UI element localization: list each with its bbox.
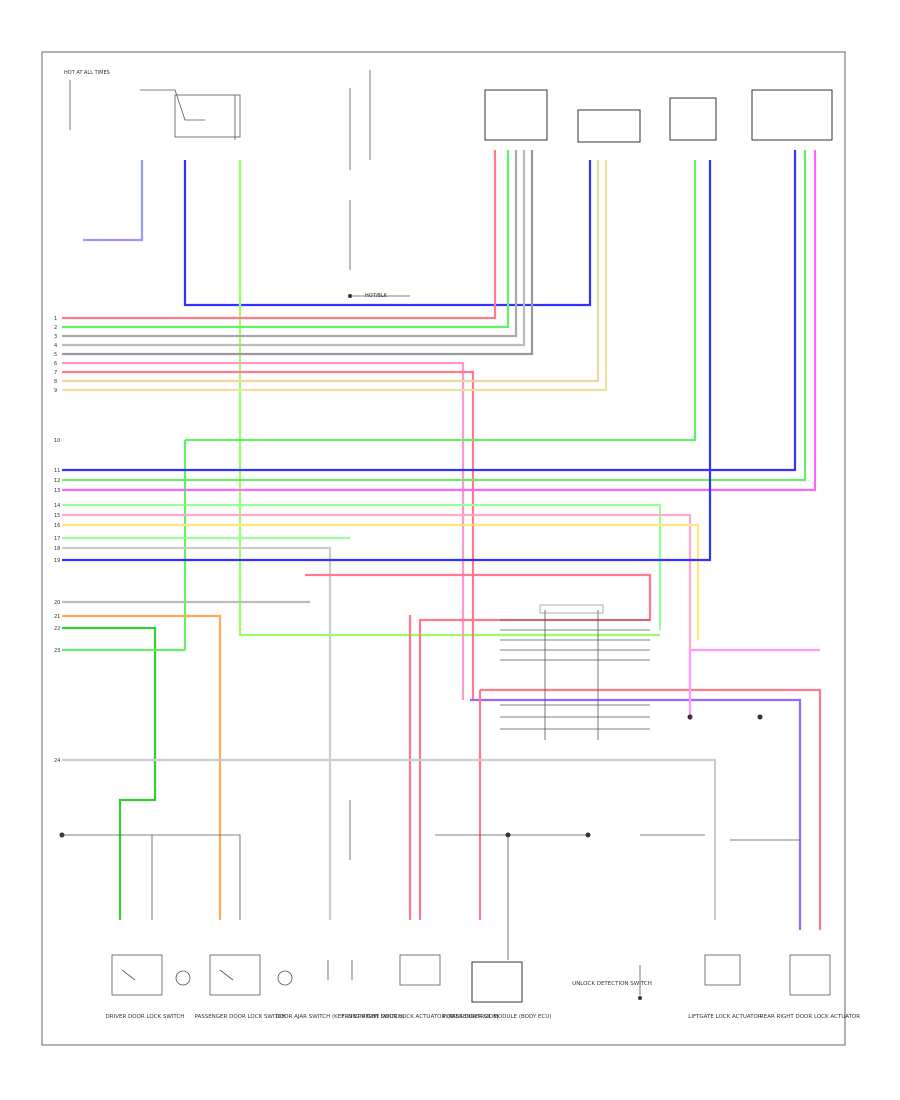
wire-blue-3 (62, 160, 712, 562)
caption-rear-right-actuator: REAR RIGHT DOOR LOCK ACTUATOR (760, 1014, 860, 1020)
relay-box-4 (751, 89, 833, 141)
svg-text:22: 22 (54, 626, 60, 632)
wire-yellow-1 (62, 160, 608, 392)
wire-red-1 (62, 150, 497, 320)
svg-text:18: 18 (54, 546, 60, 552)
wire-green-1 (62, 150, 510, 329)
svg-text:3: 3 (54, 334, 57, 340)
relay-box-1 (484, 89, 548, 141)
body-ecu-box (471, 961, 523, 1003)
wire-orange (62, 614, 222, 920)
wire-pink-2 (62, 150, 817, 492)
wire-gray-6 (62, 758, 717, 920)
wire-blue-top (183, 160, 592, 307)
svg-text:2: 2 (54, 325, 57, 331)
svg-text:7: 7 (54, 370, 57, 376)
svg-text:13: 13 (54, 488, 60, 494)
svg-text:12: 12 (54, 478, 60, 484)
svg-text:24: 24 (54, 758, 60, 764)
wire-green-4 (62, 503, 662, 630)
caption-liftgate: LIFTGATE LOCK ACTUATOR (688, 1014, 762, 1020)
svg-text:17: 17 (54, 536, 60, 542)
wire-gray-3 (62, 150, 534, 356)
svg-text:15: 15 (54, 513, 60, 519)
wire-yellow-2 (62, 523, 700, 640)
wire-violet (470, 698, 802, 930)
svg-text:HOT/BLK: HOT/BLK (365, 293, 388, 299)
wire-green-3 (62, 150, 807, 482)
wire-gray-1 (62, 150, 518, 338)
top-left-label: HOT AT ALL TIMES (64, 70, 110, 76)
svg-text:1: 1 (54, 316, 57, 322)
svg-text:9: 9 (54, 388, 57, 394)
svg-text:14: 14 (54, 503, 60, 509)
caption-driver-switch: DRIVER DOOR LOCK SWITCH (106, 1014, 185, 1020)
wire-pink-1 (62, 361, 465, 700)
caption-unlock-detection: UNLOCK DETECTION SWITCH (572, 981, 652, 987)
caption-passenger-switch: PASSENGER DOOR LOCK SWITCH (194, 1014, 285, 1020)
svg-text:16: 16 (54, 523, 60, 529)
svg-text:8: 8 (54, 379, 57, 385)
svg-text:11: 11 (54, 468, 60, 474)
splice-area: HOT/BLK (348, 200, 410, 299)
junction-connector (500, 604, 763, 740)
svg-text:5: 5 (54, 352, 57, 358)
wire-red-2 (62, 370, 475, 700)
relay-box-2 (577, 109, 641, 143)
pin-number-column: 1 2 3 4 5 6 7 8 9 10 11 12 13 14 15 16 1… (54, 316, 60, 764)
caption-door-ajar: DOOR AJAR SWITCH (KEY IN IGNITION SWITCH… (276, 1014, 405, 1020)
wire-pink-4 (688, 648, 820, 720)
wire-gray-2 (62, 150, 526, 347)
wire-gray-4 (62, 546, 332, 920)
wire-tan-1 (62, 160, 600, 383)
svg-text:21: 21 (54, 614, 60, 620)
relay-box-3 (669, 97, 717, 141)
wire-harness (62, 150, 822, 930)
bottom-components (111, 954, 831, 1003)
svg-text:23: 23 (54, 648, 60, 654)
svg-text:10: 10 (54, 438, 60, 444)
wire-blue-2 (62, 150, 797, 472)
caption-body-ecu: POWER CONTROL MODULE (BODY ECU) (442, 1014, 551, 1020)
wire-blue-left (83, 160, 144, 242)
top-components (69, 70, 833, 170)
svg-text:4: 4 (54, 343, 57, 349)
wire-green-6 (62, 626, 157, 920)
svg-text:20: 20 (54, 600, 60, 606)
wire-red-5 (478, 688, 822, 930)
svg-text:19: 19 (54, 558, 60, 564)
ground-bus (59, 800, 800, 960)
svg-text:6: 6 (54, 361, 57, 367)
component-captions: DRIVER DOOR LOCK SWITCH PASSENGER DOOR L… (106, 981, 861, 1020)
caption-front-right-actuator: FRONT RIGHT DOOR LOCK ACTUATOR (PASSENGE… (341, 1014, 499, 1020)
